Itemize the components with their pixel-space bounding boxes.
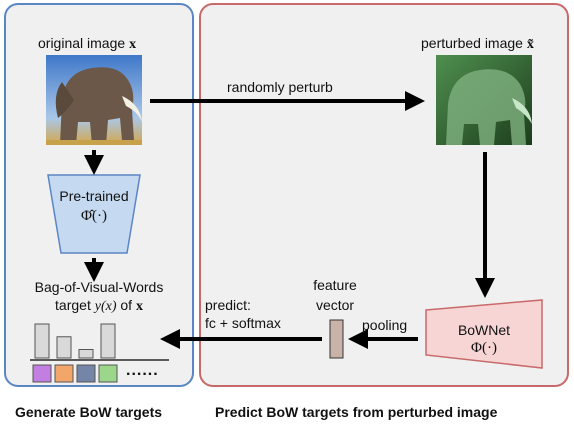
bownet-formula: Φ(·) xyxy=(471,340,497,356)
predict-caption: Predict BoW targets from perturbed image xyxy=(215,404,498,420)
bownet-label: BoWNet xyxy=(457,322,511,338)
histogram-bar xyxy=(56,336,72,359)
predict-label-2: fc + softmax xyxy=(205,315,281,331)
generate-caption: Generate BoW targets xyxy=(15,404,163,420)
target-line-2: target y(x) of x xyxy=(55,297,143,314)
encoder-formula: Φ̂(·) xyxy=(81,208,107,224)
original-image xyxy=(46,55,142,145)
visual-word-box xyxy=(98,364,118,383)
bownet-shape xyxy=(425,299,543,369)
ellipsis: ...... xyxy=(126,362,159,379)
bow-histogram xyxy=(34,323,116,359)
target-line-1: Bag-of-Visual-Words xyxy=(34,279,164,295)
feature-label-1: feature xyxy=(313,277,357,293)
perturb-arrow-label: randomly perturb xyxy=(227,79,333,95)
perturbed-image xyxy=(436,55,532,145)
histogram-bar xyxy=(100,323,116,359)
feature-vector-bar xyxy=(329,319,344,359)
predict-label-1: predict: xyxy=(205,297,251,313)
visual-word-box xyxy=(54,364,74,383)
visual-words xyxy=(32,364,118,383)
encoder-label: Pre-trained xyxy=(59,188,129,204)
visual-word-box xyxy=(76,364,96,383)
feature-label-2: vector xyxy=(315,297,355,313)
perturbed-image-label: perturbed image x̃ xyxy=(421,35,534,52)
histogram-bar xyxy=(34,323,50,359)
original-image-label: original image x xyxy=(38,35,137,52)
pooling-label: pooling xyxy=(362,317,408,333)
visual-word-box xyxy=(32,364,52,383)
histogram-bar xyxy=(78,349,94,359)
pretrained-encoder-shape xyxy=(47,174,141,254)
